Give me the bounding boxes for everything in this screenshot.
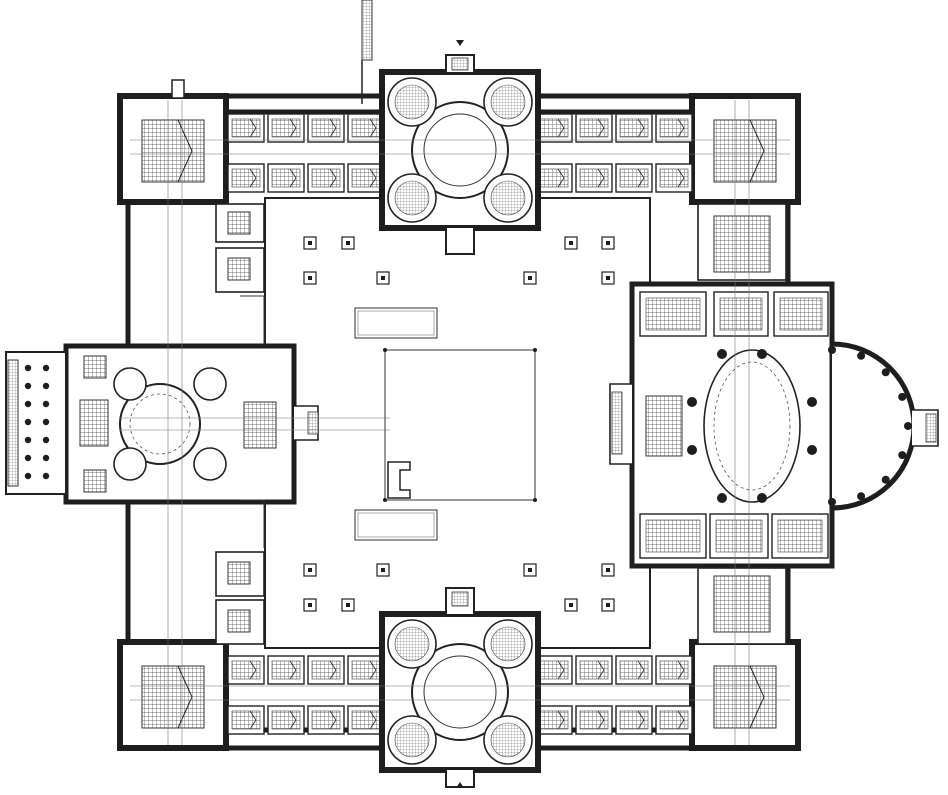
east-room-floor	[645, 297, 701, 331]
rotunda-lobe-floor	[394, 84, 430, 120]
apse-column	[898, 392, 907, 401]
hall-column	[757, 349, 767, 359]
east-rooms	[639, 291, 829, 559]
apse-column	[828, 498, 836, 506]
east-service-rooms	[697, 203, 787, 645]
portico-column	[24, 364, 32, 372]
courtyard	[264, 197, 651, 649]
axis-markers	[456, 40, 464, 788]
east-room-floor	[645, 519, 701, 553]
east-room-floor	[719, 297, 763, 331]
rotunda-lobe-floor	[490, 84, 526, 120]
courtyard-stair-fragment	[387, 461, 411, 499]
apse-column	[881, 368, 890, 377]
west-block	[5, 343, 319, 505]
portico-column	[24, 400, 32, 408]
rotunda-lobe-floor	[490, 722, 526, 758]
portico-column	[24, 472, 32, 480]
hall-column	[717, 349, 727, 359]
east-hall-columns	[687, 346, 912, 506]
east-room-floor	[715, 519, 763, 553]
portico-column	[42, 454, 50, 462]
rotunda-lobe-floor	[490, 626, 526, 662]
portico-column	[42, 400, 50, 408]
courtyard-corner-posts	[383, 348, 537, 502]
apse-column	[828, 346, 836, 354]
hall-column	[687, 445, 697, 455]
courtyard-piers	[303, 236, 615, 612]
west-lobes	[113, 367, 227, 481]
east-room-floor	[779, 297, 823, 331]
corner-pavilion-floor	[141, 119, 205, 183]
portico-column	[24, 382, 32, 390]
hall-column	[757, 493, 767, 503]
hall-column	[807, 445, 817, 455]
hall-column	[717, 493, 727, 503]
bottom-rotunda	[379, 587, 541, 788]
rotunda-lobe-floor	[490, 180, 526, 216]
portico-column	[24, 436, 32, 444]
east-room-floor	[777, 519, 823, 553]
portico-column	[42, 382, 50, 390]
apse-column	[904, 422, 912, 430]
west-service-rooms	[215, 203, 265, 645]
west-steps	[7, 359, 19, 487]
rotunda-lobe-floor	[394, 722, 430, 758]
hall-column	[807, 397, 817, 407]
apse-column	[898, 451, 907, 460]
apse-column	[857, 351, 866, 360]
east-block	[609, 281, 939, 569]
rotunda-lobe-floor	[394, 626, 430, 662]
north-stub	[171, 0, 373, 104]
corner-pavilion-floor	[713, 665, 777, 729]
apse-column	[857, 492, 866, 501]
portico-column	[24, 454, 32, 462]
hall-column	[687, 397, 697, 407]
corner-pavilion-floor	[141, 665, 205, 729]
top-rotunda	[379, 54, 541, 255]
corridor-wings	[227, 113, 693, 735]
portico-column	[42, 364, 50, 372]
corner-pavilions	[117, 93, 801, 751]
axial-corridors	[120, 100, 790, 745]
portico-column	[42, 472, 50, 480]
portico-column	[42, 436, 50, 444]
west-portico-columns	[24, 364, 50, 480]
apse-column	[881, 475, 890, 484]
rotunda-lobe-floor	[394, 180, 430, 216]
corner-pavilion-floor	[713, 119, 777, 183]
portico-column	[24, 418, 32, 426]
portico-column	[42, 418, 50, 426]
